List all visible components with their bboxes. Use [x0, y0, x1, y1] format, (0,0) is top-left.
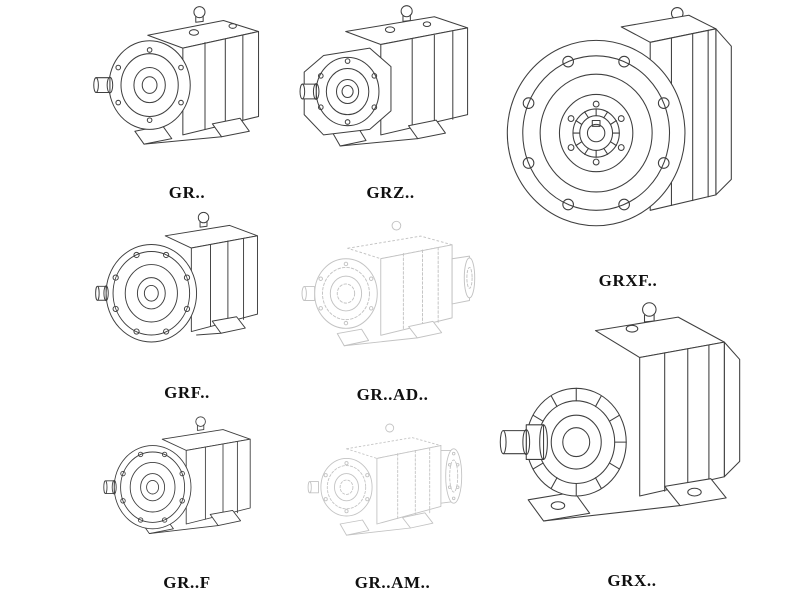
- figure-label-grf: GRF..: [164, 383, 210, 402]
- figure-grad: GR..AD..: [285, 210, 500, 410]
- figure-label-grad: GR..AD..: [356, 385, 429, 404]
- gearbox-drawing-grz: [299, 5, 469, 147]
- figure-label-gr: GR..: [168, 183, 206, 202]
- figure-label-grz: GRZ..: [366, 183, 415, 202]
- figure-grof: GR..F: [82, 412, 292, 598]
- gearbox-drawing-gram: [307, 423, 463, 536]
- figure-gr: GR..: [82, 2, 292, 208]
- figure-label-grof: GR..F: [163, 573, 211, 592]
- figure-grxf: GRXF..: [488, 0, 768, 296]
- gearbox-drawing-grf: [95, 211, 258, 343]
- gearbox-drawing-grxf: [506, 7, 732, 227]
- figure-label-grx: GRX..: [607, 571, 657, 590]
- gearbox-drawing-gr: [93, 6, 260, 145]
- figure-label-grxf: GRXF..: [598, 271, 658, 290]
- figure-gram: GR..AM..: [285, 412, 500, 598]
- gearbox-drawing-grad: [301, 220, 476, 347]
- figure-label-gram: GR..AM..: [354, 573, 431, 592]
- gearbox-drawing-grof: [103, 416, 251, 535]
- figure-grf: GRF..: [82, 208, 292, 408]
- figure-grz: GRZ..: [288, 2, 493, 208]
- figure-grx: GRX..: [482, 296, 782, 596]
- gearbox-drawing-grx: [499, 302, 741, 522]
